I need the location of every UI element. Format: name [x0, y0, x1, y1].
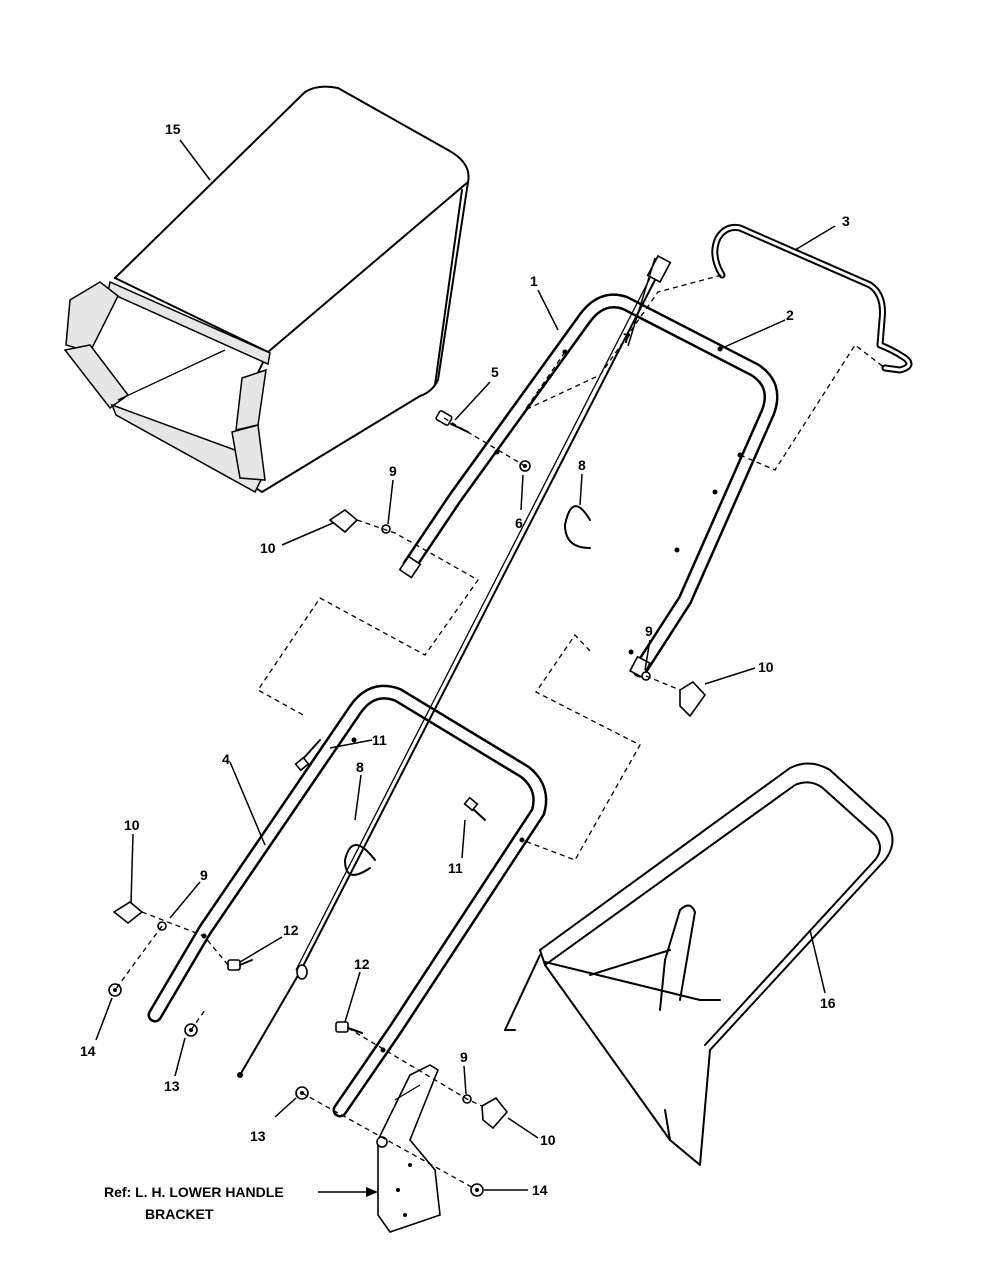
callout-10-b: 10: [758, 659, 774, 675]
control-cable-part-7: [237, 254, 672, 1078]
callout-labels: 1 2 3 4 5 6 7 8 8 9 9 9 9 10 10 10 10 11…: [80, 121, 850, 1198]
reference-note-line-2: BRACKET: [145, 1206, 214, 1222]
wing-knob-part-10-a: [328, 509, 359, 534]
bolt-part-12-left: [227, 959, 253, 971]
callout-11-a: 11: [372, 732, 387, 748]
washer-part-9-a: [381, 524, 391, 534]
callout-14-a: 14: [80, 1043, 96, 1059]
bail-part-3: [711, 224, 913, 374]
callout-11-b: 11: [448, 860, 463, 876]
nut-part-14-left: [108, 983, 122, 997]
bolt-part-12-right: [335, 1021, 363, 1034]
reference-note: Ref: L. H. LOWER HANDLE BRACKET: [104, 1184, 284, 1222]
callout-9-c: 9: [200, 867, 208, 883]
callout-5: 5: [491, 364, 499, 380]
callout-10-c: 10: [124, 817, 140, 833]
callout-9-a: 9: [389, 463, 397, 479]
lower-handle-bracket: [376, 1064, 441, 1233]
callout-12-a: 12: [283, 922, 299, 938]
callout-9-b: 9: [645, 623, 653, 639]
callout-9-d: 9: [460, 1049, 468, 1065]
callout-12-b: 12: [354, 956, 370, 972]
assembly-dashed-lines: [114, 274, 886, 1191]
upper-handle-part-1: [398, 293, 779, 679]
callout-2: 2: [786, 307, 794, 323]
wing-knob-part-10-d: [481, 1096, 509, 1130]
cable-tie-part-8-lower: [344, 844, 376, 876]
catcher-frame-part-16: [504, 762, 894, 1166]
grass-bag-part-15: [63, 85, 470, 494]
bolt-part-11-upper: [294, 739, 321, 772]
callout-7: 7: [623, 330, 631, 346]
lower-handle-part-4: [147, 684, 548, 1118]
callout-14-b: 14: [532, 1182, 548, 1198]
bolt-part-11-lower: [463, 796, 486, 821]
callout-10-a: 10: [260, 540, 276, 556]
callout-13-b: 13: [250, 1128, 266, 1144]
callout-8-upper: 8: [578, 457, 586, 473]
callout-6: 6: [515, 515, 523, 531]
cable-tie-part-8-upper: [564, 505, 591, 549]
reference-note-line-1: Ref: L. H. LOWER HANDLE: [104, 1184, 284, 1200]
callout-10-d: 10: [540, 1132, 556, 1148]
callout-1: 1: [530, 273, 538, 289]
wing-knob-part-10-b: [679, 680, 707, 718]
callout-leaders: [95, 139, 836, 1197]
callout-4: 4: [222, 751, 230, 767]
callout-3: 3: [842, 213, 850, 229]
callout-13-a: 13: [164, 1078, 180, 1094]
wing-knob-part-10-c: [112, 901, 144, 925]
callout-8-lower: 8: [356, 759, 364, 775]
callout-16: 16: [820, 995, 836, 1011]
callout-15: 15: [165, 121, 181, 137]
